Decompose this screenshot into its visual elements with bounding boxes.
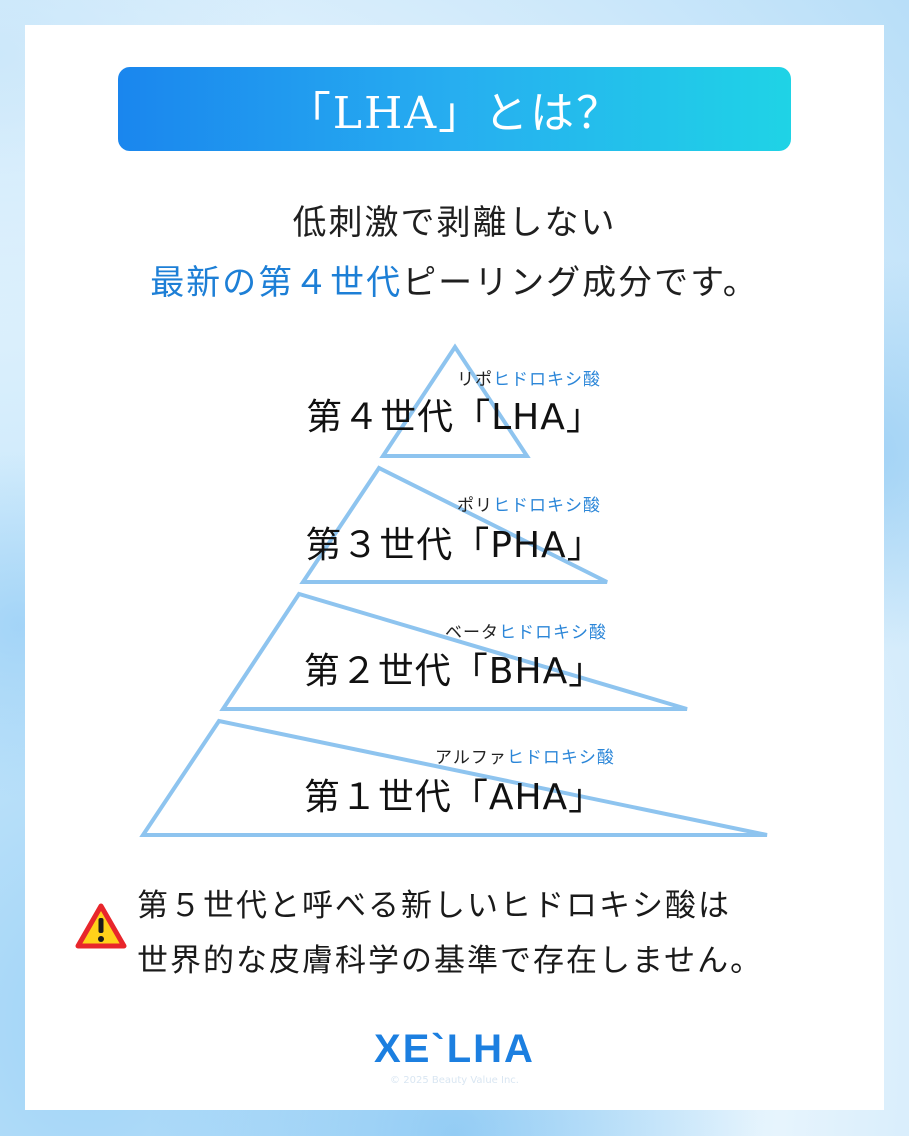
brand-logo: XE`LHA xyxy=(374,1027,535,1071)
pyramid-tier-4 xyxy=(379,343,531,458)
warning-line-2: 世界的な皮膚科学の基準で存在しません。 xyxy=(137,943,764,979)
tier-1-sub: アルファヒドロキシ酸 xyxy=(435,748,615,768)
title-banner: 「LHA」とは？ xyxy=(118,67,791,151)
pyramid-tier-1 xyxy=(139,718,768,837)
lead-rest: ピーリング成分です。 xyxy=(402,263,759,303)
lead-line-2: 最新の第４世代ピーリング成分です。 xyxy=(25,255,884,304)
warning-line-1: 第５世代と呼べる新しいヒドロキシ酸は xyxy=(137,888,731,924)
lead-accent: 最新の第４世代 xyxy=(150,263,403,303)
warning-icon xyxy=(75,903,127,949)
tier-1-label: 第１世代「AHA」 xyxy=(303,777,606,818)
content-card: 「LHA」とは？ 低刺激で剥離しない 最新の第４世代ピーリング成分です。 リポヒ… xyxy=(25,25,884,1110)
tier-2-sub: ベータヒドロキシ酸 xyxy=(445,623,607,643)
tier-3-label: 第３世代「PHA」 xyxy=(305,525,604,566)
pyramid-tier-3 xyxy=(299,465,608,584)
tier-3-sub: ポリヒドロキシ酸 xyxy=(457,496,601,516)
lead-line-1: 低刺激で剥離しない xyxy=(292,203,617,243)
tier-4-sub: リポヒドロキシ酸 xyxy=(457,370,601,390)
pyramid-diagram xyxy=(139,343,768,837)
tier-4-label: 第４世代「LHA」 xyxy=(306,397,603,438)
copyright-text: © 2025 Beauty Value Inc. xyxy=(390,1075,519,1086)
tier-2-label: 第２世代「BHA」 xyxy=(303,651,606,692)
pyramid-tier-2 xyxy=(219,591,688,711)
page-title: 「LHA」とは？ xyxy=(286,88,623,139)
